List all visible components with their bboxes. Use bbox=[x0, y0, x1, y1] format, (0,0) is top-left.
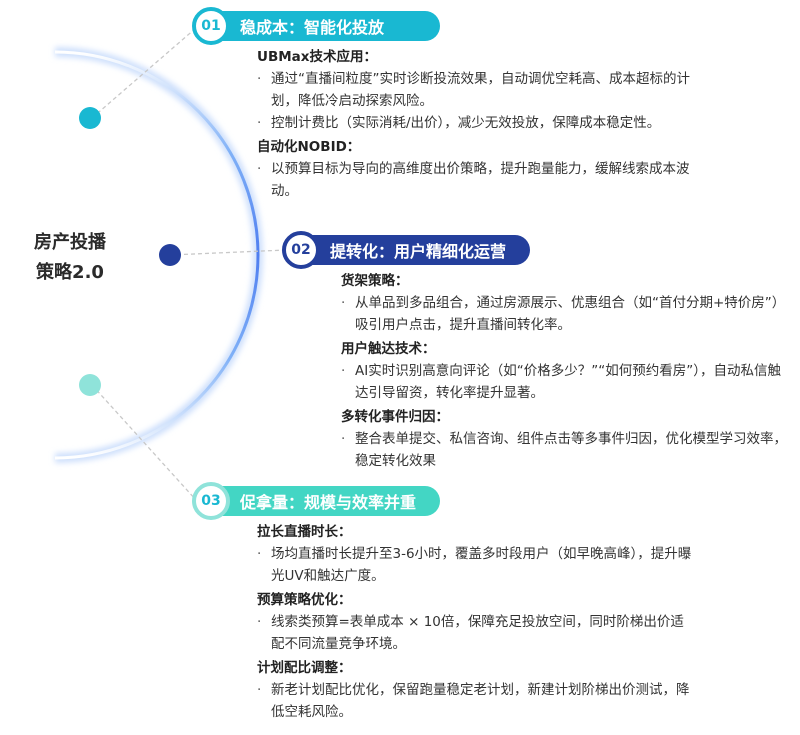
bullet-text: 控制计费比（实际消耗/出价），减少无效投放，保障成本稳定性。 bbox=[271, 115, 661, 131]
section-2-number: 02 bbox=[282, 231, 320, 269]
node-3 bbox=[79, 374, 101, 396]
section-1-badge: 01 稳成本：智能化投放 bbox=[192, 7, 440, 45]
connector-1 bbox=[91, 27, 197, 119]
bullet-item: · 控制计费比（实际消耗/出价），减少无效投放，保障成本稳定性。 bbox=[257, 112, 707, 134]
group-heading: 用户触达技术： bbox=[341, 341, 436, 357]
section-2-badge: 02 提转化：用户精细化运营 bbox=[282, 231, 530, 269]
group-heading: 自动化NOBID： bbox=[257, 139, 361, 155]
bullet-dot-icon: · bbox=[341, 295, 346, 311]
section-3-number: 03 bbox=[192, 482, 230, 520]
group-heading: 计划配比调整： bbox=[257, 660, 352, 676]
bullet-text: 从单品到多品组合，通过房源展示、优惠组合（如“首付分期+特价房”）吸引用户点击，… bbox=[355, 295, 786, 333]
center-title-line2: 策略2.0 bbox=[36, 262, 104, 283]
bullet-item: · 线索类预算=表单成本 × 10倍，保障充足投放空间，同时阶梯出价适配不同流量竞… bbox=[257, 611, 697, 655]
bullet-item: · 场均直播时长提升至3-6小时，覆盖多时段用户（如早晚高峰），提升曝光UV和触达… bbox=[257, 543, 697, 587]
bullet-item: · 从单品到多品组合，通过房源展示、优惠组合（如“首付分期+特价房”）吸引用户点击… bbox=[341, 292, 789, 336]
section-2-title: 提转化：用户精细化运营 bbox=[330, 242, 507, 261]
bullet-text: 通过“直播间粒度”实时诊断投流效果，自动调优空耗高、成本超标的计划，降低冷启动探… bbox=[271, 71, 690, 109]
bullet-dot-icon: · bbox=[257, 682, 262, 698]
bullet-text: 新老计划配比优化，保留跑量稳定老计划，新建计划阶梯出价测试，降低空耗风险。 bbox=[271, 682, 690, 720]
group-heading: UBMax技术应用： bbox=[257, 49, 378, 65]
section-1-content: UBMax技术应用： · 通过“直播间粒度”实时诊断投流效果，自动调优空耗高、成本超… bbox=[257, 44, 707, 202]
bullet-text: 线索类预算=表单成本 × 10倍，保障充足投放空间，同时阶梯出价适配不同流量竞争… bbox=[271, 614, 684, 652]
bullet-text: 场均直播时长提升至3-6小时，覆盖多时段用户（如早晚高峰），提升曝光UV和触达广… bbox=[271, 546, 692, 584]
center-arc bbox=[54, 50, 260, 460]
bullet-dot-icon: · bbox=[257, 614, 262, 630]
bullet-dot-icon: · bbox=[341, 363, 346, 379]
section-3-content: 拉长直播时长： · 场均直播时长提升至3-6小时，覆盖多时段用户（如早晚高峰），提升… bbox=[257, 519, 697, 723]
section-3-title: 促拿量：规模与效率并重 bbox=[240, 493, 417, 512]
bullet-dot-icon: · bbox=[257, 161, 262, 177]
bullet-text: 整合表单提交、私信咨询、组件点击等多事件归因，优化模型学习效率，稳定转化效果 bbox=[355, 431, 787, 469]
bullet-text: 以预算目标为导向的高维度出价策略，提升跑量能力，缓解线索成本波动。 bbox=[271, 161, 690, 199]
group-heading: 拉长直播时长： bbox=[257, 524, 352, 540]
group-heading: 货架策略： bbox=[341, 273, 409, 289]
group-heading: 多转化事件归因： bbox=[341, 409, 449, 425]
center-title: 房产投播 策略2.0 bbox=[22, 228, 118, 288]
bullet-item: · 以预算目标为导向的高维度出价策略，提升跑量能力，缓解线索成本波动。 bbox=[257, 158, 707, 202]
bullet-item: · 通过“直播间粒度”实时诊断投流效果，自动调优空耗高、成本超标的计划，降低冷启动… bbox=[257, 68, 707, 112]
bullet-dot-icon: · bbox=[341, 431, 346, 447]
section-3-badge: 03 促拿量：规模与效率并重 bbox=[192, 482, 440, 520]
connector-3 bbox=[91, 384, 197, 501]
node-2 bbox=[159, 244, 181, 266]
node-1 bbox=[79, 107, 101, 129]
center-title-line1: 房产投播 bbox=[34, 232, 106, 253]
section-1-number: 01 bbox=[192, 7, 230, 45]
bullet-dot-icon: · bbox=[257, 115, 262, 131]
bullet-item: · 新老计划配比优化，保留跑量稳定老计划，新建计划阶梯出价测试，降低空耗风险。 bbox=[257, 679, 697, 723]
bullet-item: · 整合表单提交、私信咨询、组件点击等多事件归因，优化模型学习效率，稳定转化效果 bbox=[341, 428, 789, 472]
section-1-title: 稳成本：智能化投放 bbox=[240, 18, 385, 37]
connector-2 bbox=[169, 249, 287, 256]
bullet-item: · AI实时识别高意向评论（如“价格多少？”“如何预约看房”），自动私信触达引导留… bbox=[341, 360, 789, 404]
bullet-text: AI实时识别高意向评论（如“价格多少？”“如何预约看房”），自动私信触达引导留资… bbox=[355, 363, 781, 401]
section-2-content: 货架策略： · 从单品到多品组合，通过房源展示、优惠组合（如“首付分期+特价房”）吸… bbox=[341, 268, 789, 472]
bullet-dot-icon: · bbox=[257, 546, 262, 562]
bullet-dot-icon: · bbox=[257, 71, 262, 87]
group-heading: 预算策略优化： bbox=[257, 592, 352, 608]
